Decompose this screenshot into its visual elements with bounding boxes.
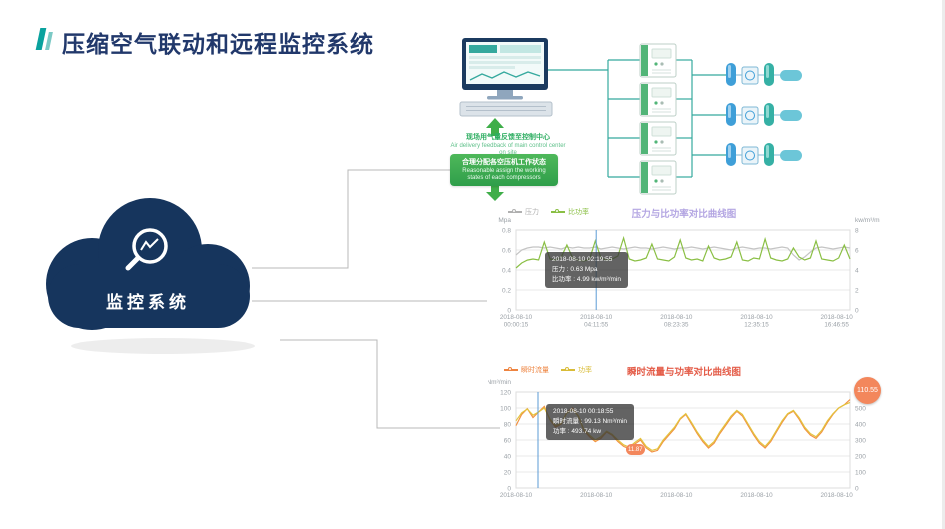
x-axis-tick: 2018-08-10 xyxy=(500,314,533,321)
y-axis-tick: 0.2 xyxy=(502,288,511,295)
legend-marker-icon xyxy=(561,367,575,373)
chart-title: 压力与比功率对比曲线图 xyxy=(631,209,737,220)
flow-power-chart: 1206001005008040060300402002010000Nm³/mi… xyxy=(488,358,881,508)
legend-item[interactable]: 瞬时流量 xyxy=(504,365,549,375)
legend-marker-icon xyxy=(504,367,518,373)
x-axis-tick: 2018-08-10 xyxy=(500,492,533,499)
chart-title: 瞬时流量与功率对比曲线图 xyxy=(626,367,741,378)
title-accent-icon xyxy=(35,26,54,52)
x-axis-tick: 2018-08-10 xyxy=(580,492,613,499)
legend-marker-icon xyxy=(508,209,522,215)
x-axis-tick: 2018-08-10 xyxy=(660,492,693,499)
x-axis-tick: 2018-08-10 xyxy=(820,492,853,499)
cloud-label: 监控系统 xyxy=(106,293,190,312)
y2-axis-tick: 2 xyxy=(855,288,859,295)
feedback-text-cn: 现场用气量反馈至控制中心 xyxy=(466,134,550,141)
y-axis-tick: 120 xyxy=(500,390,511,397)
x-axis-tick: 04:11:55 xyxy=(584,322,609,329)
compressor-icon xyxy=(639,82,677,117)
x-axis-tick: 2018-08-10 xyxy=(660,314,693,321)
x-axis-tick: 00:00:15 xyxy=(504,322,529,329)
endpoint-value-badge: 110.55 xyxy=(854,377,881,404)
slide-edge xyxy=(942,0,945,529)
x-axis-tick: 2018-08-10 xyxy=(740,492,773,499)
legend-item[interactable]: 功率 xyxy=(561,365,592,375)
connector-line xyxy=(280,339,500,429)
up-arrow-icon xyxy=(486,118,504,136)
x-axis-tick: 2018-08-10 xyxy=(740,314,773,321)
y-axis-tick: 60 xyxy=(504,438,512,445)
compressor-icon xyxy=(639,43,677,78)
network-lines xyxy=(548,59,726,178)
y-axis-tick: 0.8 xyxy=(502,228,511,235)
x-axis-tick: 2018-08-10 xyxy=(820,314,853,321)
chart-legend: 瞬时流量 功率 xyxy=(504,366,592,374)
y-axis-tick: 20 xyxy=(504,470,512,477)
legend-marker-icon xyxy=(551,209,565,215)
x-axis-tick: 08:23:35 xyxy=(664,322,689,329)
y2-axis-tick: 400 xyxy=(855,422,866,429)
chart-legend: 压力 比功率 xyxy=(508,208,589,216)
assign-text-en: Reasonable assign the working states of … xyxy=(462,168,546,181)
y2-axis-tick: 0 xyxy=(855,308,859,315)
computer-icon xyxy=(459,38,553,117)
point-value-label: 11.87 xyxy=(626,444,645,455)
y-axis-tick: 100 xyxy=(500,406,511,413)
y2-axis-tick: 100 xyxy=(855,470,866,477)
system-topology-diagram xyxy=(459,38,802,201)
y-axis-unit: Nm³/min xyxy=(488,379,511,386)
y-axis-unit: Mpa xyxy=(498,217,511,224)
air-equipment-icon xyxy=(726,103,802,126)
legend-item[interactable]: 比功率 xyxy=(551,207,589,217)
x-axis-tick: 12:35:15 xyxy=(744,322,769,329)
connector-line xyxy=(252,169,452,269)
monitoring-cloud: 监控系统 xyxy=(28,190,268,358)
pressure-power-chart: 0.8 8 0.6 6 0.4 4 0.2 2 0 0 Mpa kw/m³/min 2018-08-10… xyxy=(488,206,880,338)
y2-axis-tick: 300 xyxy=(855,438,866,445)
air-equipment-icon xyxy=(726,63,802,86)
y2-axis-tick: 4 xyxy=(855,268,859,275)
y2-axis-tick: 200 xyxy=(855,454,866,461)
y-axis-tick: 40 xyxy=(504,454,512,461)
x-axis-tick: 2018-08-10 xyxy=(580,314,613,321)
feedback-text-en: Air delivery feedback of main control ce… xyxy=(450,143,566,156)
air-equipment-icon xyxy=(726,143,802,166)
cloud-shape xyxy=(46,198,255,354)
y-axis-tick: 0.4 xyxy=(502,268,511,275)
legend-item[interactable]: 压力 xyxy=(508,207,539,217)
y2-axis-unit: kw/m³/min xyxy=(855,217,880,224)
y-axis-tick: 0.6 xyxy=(502,248,511,255)
assign-text-cn: 合理分配各空压机工作状态 xyxy=(462,159,546,166)
y-axis-tick: 0 xyxy=(507,486,511,493)
magnifier-trend-icon xyxy=(125,228,168,271)
compressor-icon xyxy=(639,121,677,156)
feedback-note: 现场用气量反馈至控制中心 Air delivery feedback of ma… xyxy=(448,132,568,157)
y2-axis-tick: 8 xyxy=(855,228,859,235)
down-arrow-icon xyxy=(486,186,504,201)
y2-axis-tick: 0 xyxy=(855,486,859,493)
y-axis-tick: 80 xyxy=(504,422,512,429)
chart-plot-area[interactable]: 0.8 8 0.6 6 0.4 4 0.2 2 0 0 Mpa kw/m³/min 2018-08-10… xyxy=(488,206,880,338)
page-title: 压缩空气联动和远程监控系统 xyxy=(62,31,374,57)
assign-note: 合理分配各空压机工作状态 Reasonable assign the worki… xyxy=(450,154,558,186)
y-axis-tick: 0 xyxy=(507,308,511,315)
y2-axis-tick: 6 xyxy=(855,248,859,255)
x-axis-tick: 16:46:55 xyxy=(824,322,849,329)
y2-axis-tick: 500 xyxy=(855,406,866,413)
compressor-icon xyxy=(639,160,677,195)
